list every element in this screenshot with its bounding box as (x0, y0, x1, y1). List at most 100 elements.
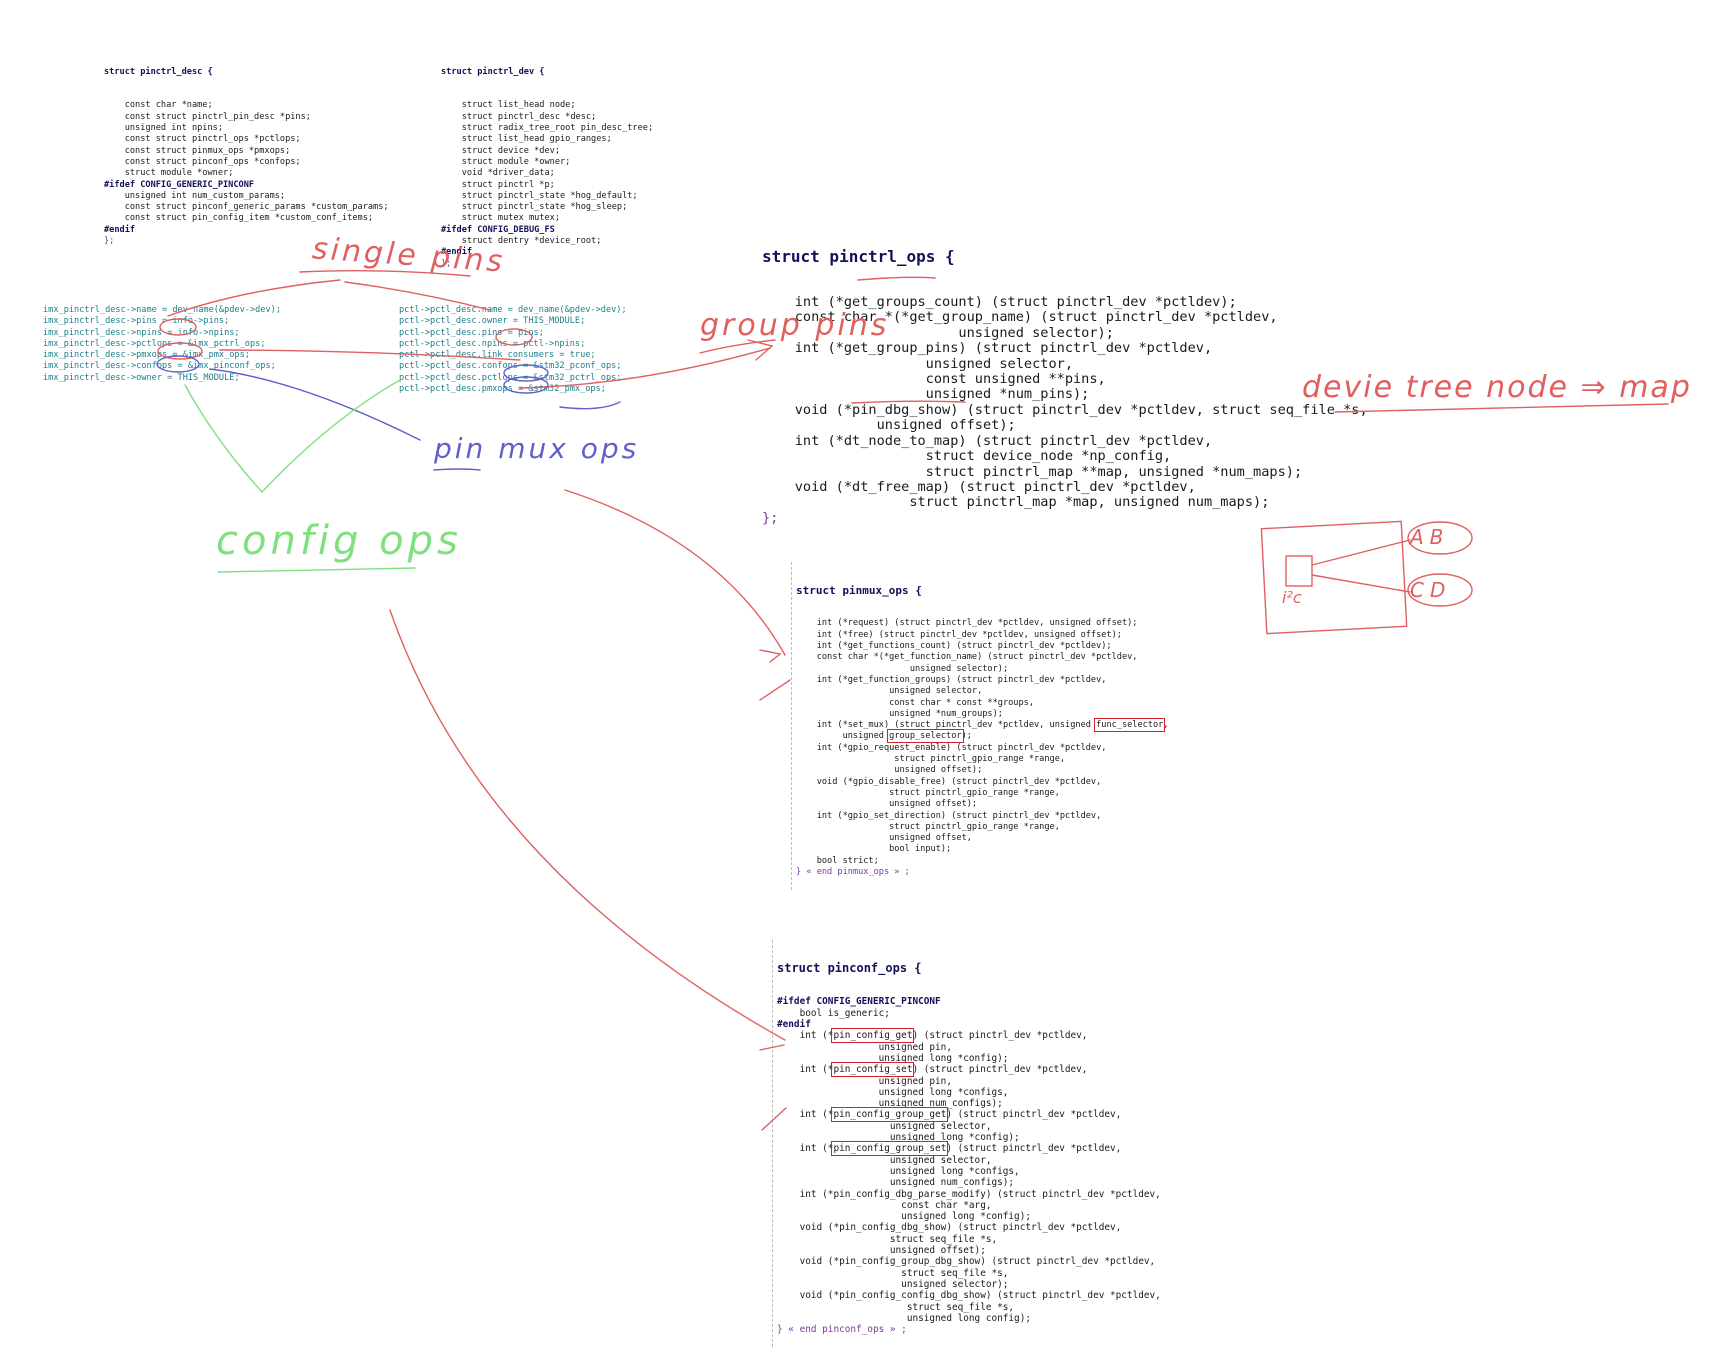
pinctrl-desc-struct: struct pinctrl_desc { const char *name; … (104, 44, 389, 259)
pinconf-ops-line: #endif (777, 1019, 811, 1031)
pinconf-ops-line: unsigned selector, (777, 1154, 992, 1166)
pinmux-ops-line: unsigned offset); (796, 765, 983, 776)
pinconf-ops-line: void (*pin_config_config_dbg_show) (stru… (777, 1290, 1161, 1302)
pinconf-ops-struct: struct pinconf_ops { #ifdef CONFIG_GENER… (772, 940, 1161, 1347)
pinmux-ops-line: struct pinctrl_gpio_range *range, (796, 821, 1060, 832)
pinctrl-ops-struct: struct pinctrl_ops { int (*get_groups_co… (762, 218, 1368, 542)
pinconf-ops-line: unsigned pin, (777, 1075, 952, 1087)
imx-init-line: imx_pinctrl_desc->pmxops = &imx_pmx_ops; (43, 350, 250, 361)
pinmux-ops-line: const char *(*get_function_name) (struct… (796, 652, 1138, 663)
pinmux-ops-line: struct pinctrl_gpio_range *range, (796, 754, 1066, 765)
board-to-ab (1311, 539, 1411, 566)
pinmux-ops-line: int (*get_function_groups) (struct pinct… (796, 674, 1107, 685)
pinmux-ops-line: unsigned group_selector); (796, 729, 972, 744)
pinctrl-desc-line: #endif (104, 224, 136, 235)
annotation-group-pins: group pins (700, 308, 890, 343)
stm32-init-line: pctl->pctl_desc.pctlops = &stm32_pctrl_o… (399, 372, 622, 383)
imx-init-line: imx_pinctrl_desc->npins = info->npins; (43, 327, 240, 338)
pinctrl-desc-line: }; (104, 236, 115, 247)
pinctrl-dev-line: #ifdef CONFIG_DEBUG_FS (441, 224, 555, 235)
stroke-to-pinconf (389, 609, 786, 1041)
pinmux-ops-line: unsigned offset); (796, 799, 978, 810)
pinmux-ops-header: struct pinmux_ops { (796, 583, 922, 597)
pinconf-ops-line: unsigned num_configs); (777, 1177, 1015, 1189)
annotation-i2c: i²c (1282, 588, 1302, 607)
pinconf-ops-line: unsigned long *configs, (777, 1086, 1009, 1098)
pinconf-ops-line: void (*pin_config_dbg_show) (struct pinc… (777, 1222, 1122, 1234)
pinctrl-desc-line: unsigned int npins; (104, 123, 223, 134)
highlight-box: pin_config_set (831, 1062, 915, 1078)
annotation-pin-mux-ops: pin mux ops (434, 432, 640, 465)
pinconf-ops-line: unsigned offset); (777, 1245, 986, 1257)
stm32-init-line: pctl->pctl_desc.name = dev_name(&pdev->d… (399, 305, 627, 315)
stm32-init-line: pctl->pctl_desc.link_consumers = true; (399, 350, 596, 361)
annotation-config-ops: config ops (216, 518, 462, 564)
pinmux-ops-line: unsigned *num_groups); (796, 708, 1003, 719)
highlight-box: pin_config_group_get (831, 1107, 949, 1123)
pinctrl-ops-line: const unsigned **pins, (762, 371, 1106, 388)
pinconf-ops-line: struct seq_file *s, (777, 1267, 1009, 1279)
chip-sketch (1285, 555, 1313, 587)
imx-init-line: imx_pinctrl_desc->pctlops = &imx_pctrl_o… (43, 338, 266, 349)
pinctrl-ops-body: int (*get_groups_count) (struct pinctrl_… (762, 294, 1368, 526)
pinmux-ops-line: unsigned offset, (796, 833, 972, 844)
pinconf-ops-line: unsigned long *config); (777, 1132, 1020, 1144)
tick-pinmux (759, 679, 791, 701)
pinctrl-dev-line: struct pinctrl_desc *desc; (441, 111, 597, 122)
pinmux-ops-line: int (*request) (struct pinctrl_dev *pctl… (796, 618, 1138, 629)
pinctrl-dev-body: struct list_head node; struct pinctrl_de… (441, 100, 653, 269)
pinctrl-dev-line: struct list_head gpio_ranges; (441, 134, 612, 145)
pinmux-ops-line: struct pinctrl_gpio_range *range, (796, 787, 1060, 798)
pinconf-ops-line: int (*pin_config_group_get) (struct pinc… (777, 1107, 1122, 1123)
pinmux-ops-line: int (*get_functions_count) (struct pinct… (796, 641, 1112, 652)
pinconf-ops-line: unsigned num_configs); (777, 1098, 1003, 1110)
pinctrl-dev-line: struct pinctrl *p; (441, 179, 555, 190)
pinctrl-ops-line: void (*pin_dbg_show) (struct pinctrl_dev… (762, 401, 1368, 418)
pinmux-ops-line: int (*set_mux) (struct pinctrl_dev *pctl… (796, 718, 1169, 733)
pinctrl-desc-line: #ifdef CONFIG_GENERIC_PINCONF (104, 179, 255, 190)
stm32-init-line: pctl->pctl_desc.npins = pctl->npins; (399, 338, 586, 349)
underline-config-ops (217, 567, 416, 573)
imx-init-line: imx_pinctrl_desc->owner = THIS_MODULE; (43, 372, 240, 383)
pinctrl-dev-line: struct mutex mutex; (441, 213, 560, 224)
pinctrl-dev-line: struct module *owner; (441, 156, 571, 167)
pinctrl-ops-line: unsigned *num_pins); (762, 386, 1090, 403)
pinctrl-dev-line: void *driver_data; (441, 168, 555, 179)
green-stroke-left (184, 384, 263, 493)
pinconf-ops-line: unsigned long *configs, (777, 1165, 1020, 1177)
pinctrl-ops-line: struct pinctrl_map **map, unsigned *num_… (762, 463, 1303, 480)
pinctrl-ops-line: struct pinctrl_map *map, unsigned num_ma… (762, 494, 1270, 511)
stroke-to-pinmux (564, 489, 786, 656)
underline-pin-mux-ops (433, 468, 481, 471)
stm32-init-line: pctl->pctl_desc.owner = THIS_MODULE; (399, 316, 586, 327)
stm32-init-line: pctl->pctl_desc.pins = pins; (399, 327, 544, 338)
pinctrl-desc-line: const struct pinconf_ops *confops; (104, 156, 301, 167)
pinconf-ops-line: void (*pin_config_group_dbg_show) (struc… (777, 1256, 1156, 1268)
pinctrl-ops-line: int (*dt_node_to_map) (struct pinctrl_de… (762, 432, 1213, 449)
pinctrl-desc-line: unsigned int num_custom_params; (104, 190, 286, 201)
pinconf-ops-line: const char *arg, (777, 1199, 992, 1211)
pinctrl-desc-header: struct pinctrl_desc { (104, 66, 213, 77)
pinconf-ops-line: unsigned long config); (777, 1312, 1031, 1324)
pinconf-ops-header: struct pinconf_ops { (777, 960, 922, 975)
pinctrl-dev-line: struct dentry *device_root; (441, 236, 602, 247)
stroke-pmx-stm (559, 401, 621, 410)
pinctrl-ops-line: int (*get_groups_count) (struct pinctrl_… (762, 294, 1237, 311)
pinctrl-dev-line: struct radix_tree_root pin_desc_tree; (441, 123, 654, 134)
arrowhead-pinmux (759, 649, 782, 663)
pinmux-ops-line: bool input); (796, 844, 952, 855)
pinctrl-ops-line: int (*get_group_pins) (struct pinctrl_de… (762, 340, 1213, 357)
pinmux-ops-line: bool strict; (796, 855, 879, 866)
pinctrl-ops-header: struct pinctrl_ops { (762, 246, 955, 266)
imx-init-line: imx_pinctrl_desc->name = dev_name(&pdev-… (43, 305, 281, 315)
pinconf-ops-line: unsigned selector); (777, 1278, 1009, 1290)
pinctrl-dev-line: struct pinctrl_state *hog_sleep; (441, 202, 628, 213)
pinmux-ops-line: int (*free) (struct pinctrl_dev *pctldev… (796, 629, 1122, 640)
pinmux-ops-line: unsigned selector, (796, 686, 983, 697)
pinctrl-dev-line: struct device *dev; (441, 145, 560, 156)
pinctrl-dev-line: #endif (441, 247, 473, 258)
pinconf-ops-line: struct seq_file *s, (777, 1233, 998, 1245)
underline-device-tree (1334, 403, 1669, 413)
highlight-box: func_selector (1094, 718, 1166, 733)
pinconf-ops-line: int (*pin_config_group_set) (struct pinc… (777, 1141, 1122, 1157)
